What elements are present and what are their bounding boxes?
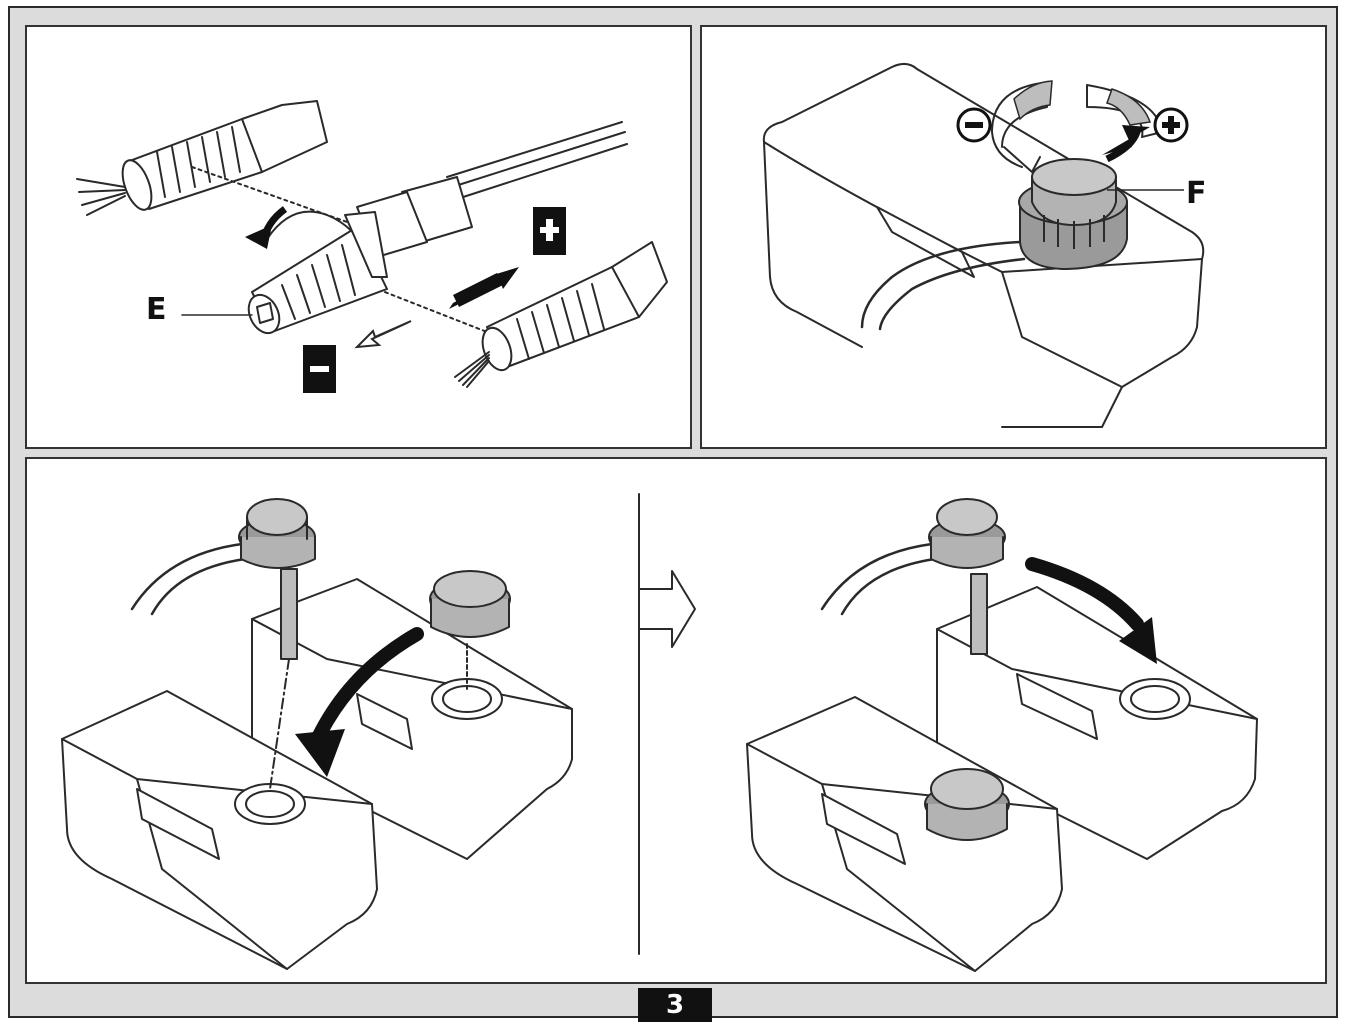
panel-cap-rotation — [700, 25, 1327, 449]
minus-circle-icon — [956, 107, 992, 143]
plus-circle-icon — [1153, 107, 1189, 143]
tank-swap-illustration — [61, 493, 1258, 972]
nozzle-illustration — [76, 100, 668, 393]
rotate-arrow-icon — [245, 225, 272, 249]
page-number: 3 — [638, 988, 712, 1022]
cap-callout-label: F — [1186, 176, 1207, 211]
minus-badge-icon — [303, 345, 336, 393]
plus-badge-icon — [533, 207, 566, 255]
tank-cap-illustration — [762, 63, 1205, 428]
nozzle-callout-label: E — [146, 292, 167, 327]
panel-nozzle-adjust — [25, 25, 692, 449]
panel-tank-swap — [25, 457, 1327, 984]
step-arrow-icon — [638, 570, 696, 648]
